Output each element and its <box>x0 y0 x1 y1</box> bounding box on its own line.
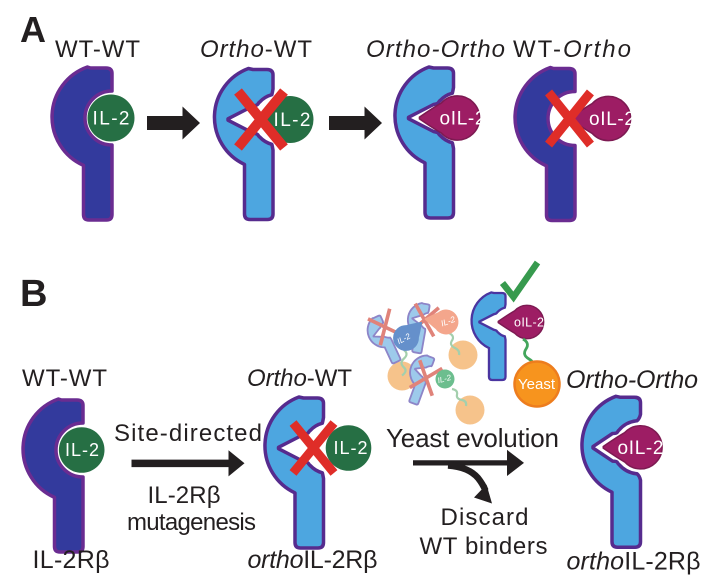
svg-text:IL-2: IL-2 <box>274 110 311 131</box>
svg-text:IL-2: IL-2 <box>65 440 99 460</box>
svg-text:mutagenesis: mutagenesis <box>127 509 256 536</box>
svg-text:orthoIL-2Rβ: orthoIL-2Rβ <box>248 546 378 574</box>
svg-text:IL-2: IL-2 <box>93 109 130 130</box>
svg-text:WT-WT: WT-WT <box>55 36 140 63</box>
svg-text:Ortho-Ortho: Ortho-Ortho <box>566 366 698 394</box>
svg-text:WT binders: WT binders <box>420 533 548 560</box>
svg-text:Yeast evolution: Yeast evolution <box>386 423 559 453</box>
svg-text:WT-WT: WT-WT <box>22 365 107 392</box>
svg-text:oIL-2: oIL-2 <box>589 109 635 130</box>
svg-text:Ortho-WT: Ortho-WT <box>200 36 312 63</box>
svg-text:IL-2: IL-2 <box>334 438 368 458</box>
svg-text:Ortho-Ortho: Ortho-Ortho <box>366 36 505 63</box>
svg-text:oIL-2: oIL-2 <box>440 109 486 130</box>
svg-text:Discard: Discard <box>441 504 529 531</box>
svg-text:IL-2: IL-2 <box>439 314 456 328</box>
svg-text:oIL-2: oIL-2 <box>618 438 664 459</box>
svg-text:WT-Ortho: WT-Ortho <box>513 36 631 63</box>
svg-text:B: B <box>20 273 47 315</box>
svg-text:A: A <box>20 9 46 50</box>
svg-text:IL-2Rβ: IL-2Rβ <box>148 482 221 509</box>
svg-text:orthoIL-2Rβ: orthoIL-2Rβ <box>567 548 701 576</box>
svg-text:oIL-2: oIL-2 <box>514 316 544 330</box>
svg-text:Ortho-WT: Ortho-WT <box>247 365 352 392</box>
svg-text:Site-directed: Site-directed <box>114 420 262 447</box>
svg-text:Yeast: Yeast <box>518 376 556 393</box>
svg-text:IL-2: IL-2 <box>437 373 453 385</box>
svg-text:IL-2Rβ: IL-2Rβ <box>33 546 110 574</box>
